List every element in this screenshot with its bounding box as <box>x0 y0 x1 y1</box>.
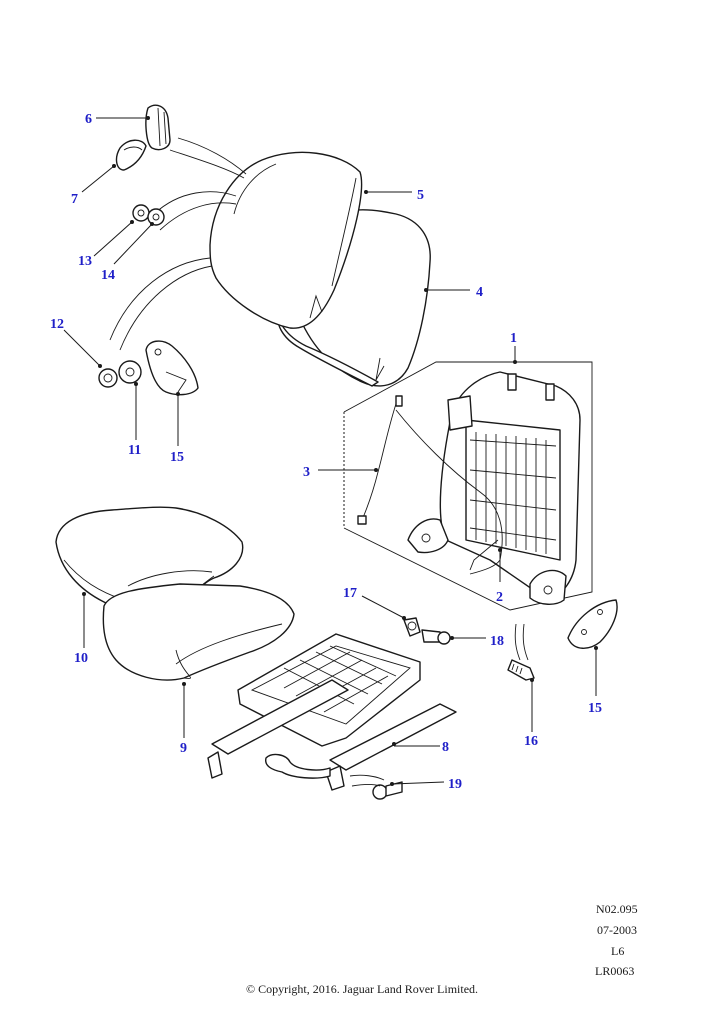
rod-part-2 <box>469 539 499 571</box>
headrest-front-cushion <box>209 151 363 329</box>
ref-id: LR0063 <box>595 964 635 978</box>
gear-part-11 <box>118 360 142 384</box>
callout-4: 4 <box>476 285 483 300</box>
gear-part-14 <box>147 208 165 226</box>
bracket-part-15-lower <box>567 599 618 649</box>
bolt-part-16 <box>507 623 535 681</box>
callout-17: 17 <box>343 586 357 601</box>
callout-5: 5 <box>417 188 424 203</box>
callout-15-upper: 15 <box>170 450 184 465</box>
bolt-part-17 <box>403 617 421 637</box>
callout-labels: 1 2 3 4 5 6 7 13 14 12 11 15 10 9 8 17 1… <box>50 112 602 792</box>
callout-10: 10 <box>74 651 88 666</box>
callout-19: 19 <box>448 777 462 792</box>
callout-11: 11 <box>128 443 141 458</box>
gear-part-13 <box>132 204 150 222</box>
bolt-part-18 <box>421 629 451 645</box>
callout-18: 18 <box>490 634 504 649</box>
seat-base-part-9 <box>102 583 295 681</box>
callout-16: 16 <box>524 734 538 749</box>
ref-date: 07-2003 <box>597 923 637 937</box>
headrest-guide-curves <box>109 137 247 351</box>
backrest-frame-part-1 <box>407 371 581 605</box>
seat-pan-part-8 <box>207 633 457 791</box>
bracket-part-15-upper <box>145 340 199 396</box>
callout-13: 13 <box>78 254 92 269</box>
callout-1: 1 <box>510 331 517 346</box>
callout-8: 8 <box>442 740 449 755</box>
bolt-part-19 <box>349 774 403 800</box>
cable-part-3 <box>357 395 503 575</box>
headrest-knob-part-6 <box>145 104 171 151</box>
gear-part-12 <box>98 368 118 388</box>
copyright-notice: © Copyright, 2016. Jaguar Land Rover Lim… <box>245 982 479 996</box>
ref-drawing-code: N02.095 <box>596 902 638 916</box>
callout-7: 7 <box>71 192 78 207</box>
leader-lines <box>63 116 598 786</box>
callout-6: 6 <box>85 112 92 127</box>
callout-12: 12 <box>50 317 64 332</box>
callout-2: 2 <box>496 590 503 605</box>
callout-15-lower: 15 <box>588 701 602 716</box>
headrest-cap-part-7 <box>115 139 147 171</box>
callout-9: 9 <box>180 741 187 756</box>
callout-3: 3 <box>303 465 310 480</box>
ref-sheet: L6 <box>611 944 625 958</box>
callout-14: 14 <box>101 268 115 283</box>
